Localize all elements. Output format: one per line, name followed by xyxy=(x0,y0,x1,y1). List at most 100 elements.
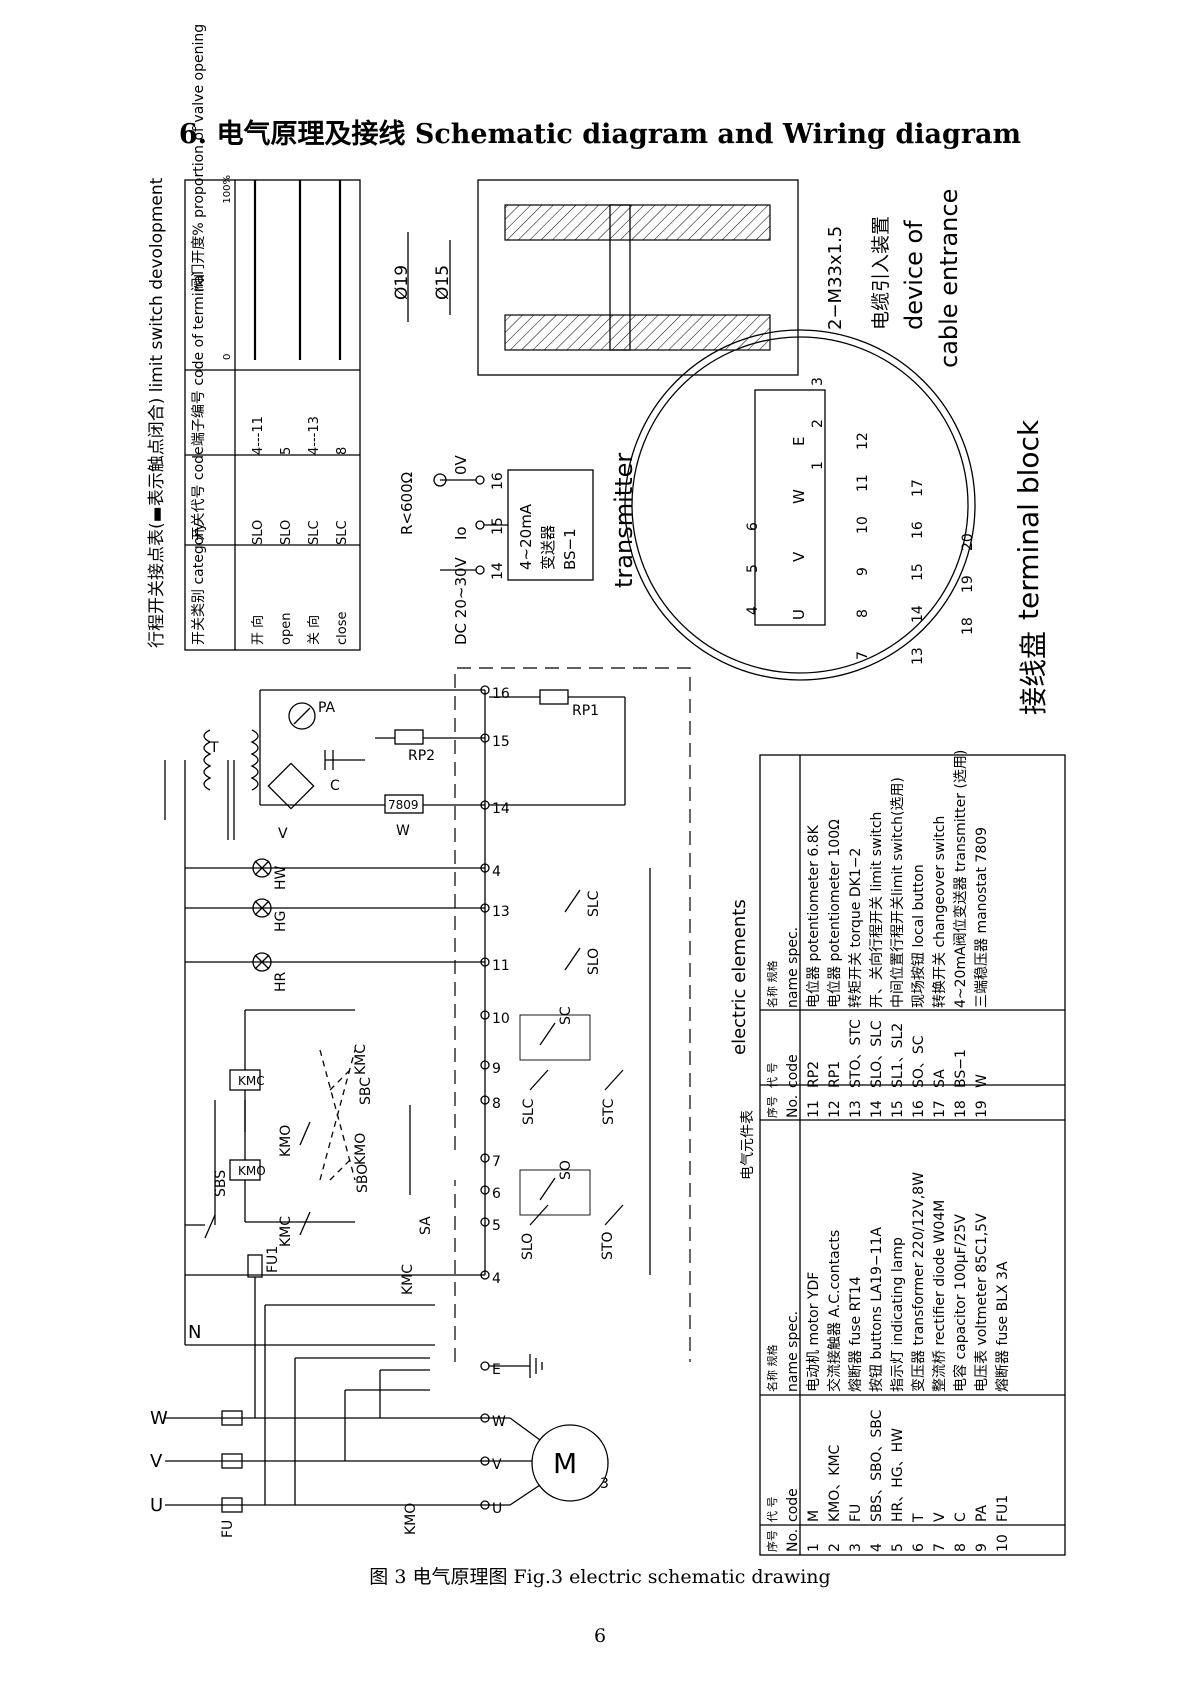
terminal-block-drawing xyxy=(624,329,976,681)
fu-label: FU xyxy=(220,1520,236,1538)
header-category: 开关类别 category xyxy=(191,522,207,645)
kmo-label: KMO xyxy=(403,1503,419,1535)
svg-text:SLO: SLO xyxy=(520,1233,536,1260)
svg-text:9: 9 xyxy=(492,1061,501,1077)
element-row: 15SL1、SL2中间位置行程开关limit switch(选用) xyxy=(890,777,906,1118)
svg-text:W: W xyxy=(396,823,410,839)
svg-text:electric elements: electric elements xyxy=(729,899,750,1055)
svg-text:T: T xyxy=(209,740,219,756)
transmitter-diagram xyxy=(433,469,594,581)
terminal-block-control-row3: 1314151617 xyxy=(910,479,926,665)
motor-symbol xyxy=(531,1424,609,1502)
phase-u-label: U xyxy=(150,1495,163,1516)
svg-text:SA: SA xyxy=(418,1216,434,1235)
cable-label-en2: cable entrance xyxy=(935,188,963,368)
limit-table-rows: 开 向SLO4---11 openSLO5 关 向SLC4---13 close… xyxy=(251,416,350,645)
elements-table-left: 序号代 号名称 规格 No.codename spec. 1M电动机 motor… xyxy=(762,1157,1014,1552)
element-row: 5HR、HG、HW指示灯 indicating lamp xyxy=(890,1237,906,1552)
fuse-w xyxy=(221,1410,243,1426)
svg-text:16: 16 xyxy=(492,686,510,702)
control-terminals: 4 5 6 7 8 9 10 11 13 4 14 15 16 xyxy=(480,685,510,1287)
svg-text:SO: SO xyxy=(558,1160,574,1180)
limit-table-title: 行程开关接点表(▬表示触点闭合) limit switch devolopmen… xyxy=(147,177,167,648)
element-row: 16SO、SC现场按钮 local button xyxy=(911,864,927,1118)
svg-text:KMO: KMO xyxy=(278,1125,294,1157)
elements-table-right: 序号代 号名称 规格 No.codename spec. 11RP2电位器 po… xyxy=(762,749,993,1118)
control-relays: SBS KMO KMC KMC KMO SBO SBC KMO KMC xyxy=(185,1009,434,1247)
element-row: 6T变压器 transformer 220/12V,8W xyxy=(911,1172,927,1552)
element-row: 7V整流桥 rectifier diode W04M xyxy=(932,1199,948,1552)
fuse-v xyxy=(221,1453,243,1469)
transmitter-supply: DC 20~30V xyxy=(452,557,470,645)
schematic-terminal-row: U V W E xyxy=(480,1354,543,1517)
element-row: 3FU熔断器 fuse RT14 xyxy=(848,1276,864,1552)
limit-table-headers: 开关类别 category 开关代号 code 端子编号 code of ter… xyxy=(188,24,208,645)
cable-dims-inner: Ø15 xyxy=(433,264,453,300)
svg-text:E: E xyxy=(492,1362,501,1378)
svg-text:KMC: KMC xyxy=(353,1044,369,1075)
element-row: 14SLO、SLC开、关向行程开关 limit switch xyxy=(869,811,885,1118)
cable-dims: Ø19 xyxy=(392,264,412,300)
elements-table: 电气元件表 electric elements xyxy=(729,754,1066,1556)
transmitter-box-text: 4~20mA 变送器 BS−1 xyxy=(517,503,579,570)
svg-text:SLC: SLC xyxy=(521,1098,537,1125)
element-row: 8C电容 capacitor 100μF/25V xyxy=(953,1214,969,1552)
local-buttons: SO SC xyxy=(519,1006,591,1216)
terminal-block-control-row2: 789101112 xyxy=(855,432,871,660)
svg-text:10: 10 xyxy=(492,1011,510,1027)
header-proportion: 阀门开度% proportion of valve opening xyxy=(191,23,207,292)
cable-label-cn: 电缆引入装置 xyxy=(870,215,892,330)
transmitter-terminals: 141516 xyxy=(490,472,506,580)
enclosure-boundary xyxy=(454,667,691,1362)
transmitter-zero: 0V xyxy=(452,455,470,475)
svg-text:HG: HG xyxy=(273,911,289,932)
terminal-block-label-en: terminal block xyxy=(1012,419,1045,620)
svg-text:KMO: KMO xyxy=(353,1133,369,1165)
limit-torque-switches: SLO STO SLC STC SLO SLC xyxy=(520,889,624,1260)
terminal-block-control-row1: 456 xyxy=(745,522,761,615)
svg-text:HW: HW xyxy=(273,865,289,890)
fuse-u xyxy=(221,1497,243,1513)
element-row: 1M电动机 motor YDF xyxy=(806,1271,822,1552)
page-number: 6 xyxy=(593,1625,607,1647)
indicator-lamps: HR HG HW xyxy=(185,858,485,992)
svg-text:KMO: KMO xyxy=(238,1164,266,1178)
element-row: 2KMO、KMC交流接触器 A.C.contacts xyxy=(827,1229,843,1552)
svg-text:SC: SC xyxy=(558,1006,574,1025)
svg-text:5: 5 xyxy=(492,1218,501,1234)
svg-text:SBC: SBC xyxy=(358,1077,374,1105)
svg-text:11: 11 xyxy=(492,958,510,974)
svg-text:13: 13 xyxy=(492,904,510,920)
svg-text:SLO: SLO xyxy=(586,948,602,975)
svg-text:4: 4 xyxy=(492,864,501,880)
figure-caption: 图 3 电气原理图 Fig.3 electric schematic drawi… xyxy=(369,1566,831,1588)
element-row: 10FU1熔断器 fuse BLX 3A xyxy=(995,1261,1011,1552)
svg-text:U: U xyxy=(492,1501,502,1517)
svg-text:RP1: RP1 xyxy=(572,703,599,719)
svg-text:4: 4 xyxy=(492,1271,501,1287)
svg-text:HR: HR xyxy=(273,971,289,992)
svg-text:15: 15 xyxy=(492,734,510,750)
contactor-kmo-main: KMO KMC xyxy=(294,1264,430,1535)
transmitter-supply-circuit: T V C 7809 W PA RP2 RP1 xyxy=(164,689,626,842)
svg-text:W: W xyxy=(492,1414,506,1430)
transmitter-resistor: R<600Ω xyxy=(398,471,416,535)
svg-text:STC: STC xyxy=(601,1098,617,1125)
kmc-label: KMC xyxy=(400,1264,416,1295)
element-row: 12RP1电位器 potentiometer 100Ω xyxy=(827,819,843,1118)
header-code: 开关代号 code xyxy=(191,446,207,541)
page-title: 6. 电气原理及接线 Schematic diagram and Wiring … xyxy=(178,119,1022,150)
svg-text:KMC: KMC xyxy=(278,1216,294,1247)
limit-scale: 0100% xyxy=(222,175,233,360)
element-row: 18BS−14~20mA阀位变送器 transmitter (选用) xyxy=(953,749,969,1118)
terminal-block-label-cn: 接线盘 xyxy=(1017,630,1050,715)
svg-text:SBO: SBO xyxy=(355,1164,371,1193)
cable-label-en1: device of xyxy=(900,220,928,330)
limit-switch-table xyxy=(184,179,361,651)
element-row: 4SBS、SBO、SBC按钮 buttons LA19−11A xyxy=(869,1226,885,1552)
phase-n-label: N xyxy=(188,1322,201,1343)
svg-text:V: V xyxy=(278,826,288,842)
svg-text:8: 8 xyxy=(492,1096,501,1112)
transmitter-io: Io xyxy=(452,526,470,540)
